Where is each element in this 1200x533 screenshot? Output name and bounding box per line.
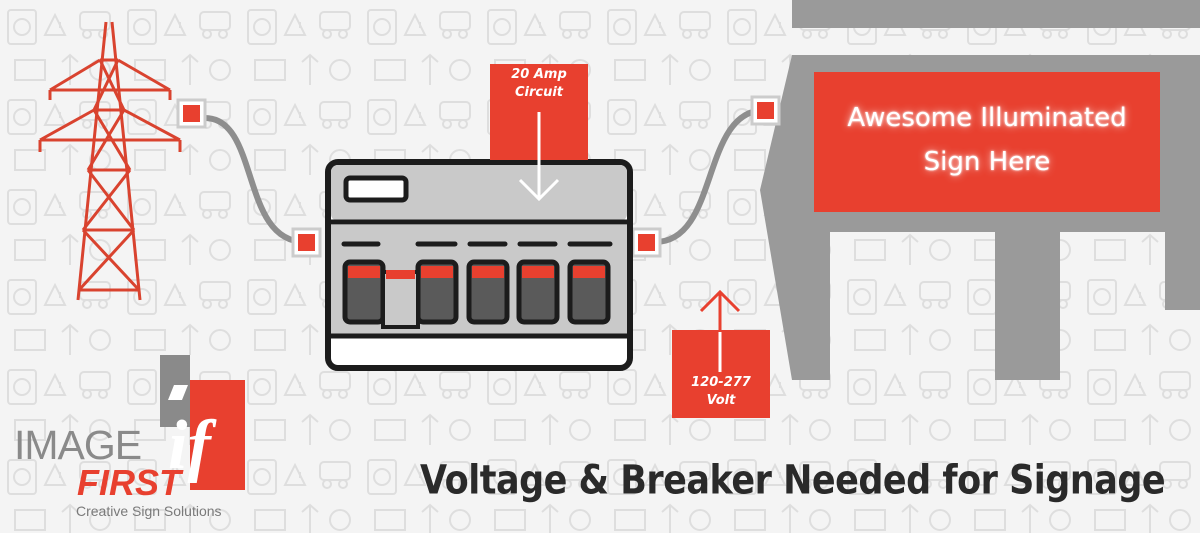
sign-line1: Awesome Illuminated [847,103,1127,133]
illuminated-sign-panel: Awesome Illuminated Sign Here [814,72,1160,212]
amp-callout-line2: Circuit [514,85,564,100]
page-headline: Voltage & Breaker Needed for Signage [420,458,1166,504]
svg-text:if: if [168,407,217,484]
volt-callout-line1: 120-277 [691,375,751,390]
logo-mark-icon: if [160,355,245,490]
amp-circuit-callout: 20 Amp Circuit [490,64,588,110]
logo-tagline: Creative Sign Solutions [76,503,222,519]
amp-callout-line1: 20 Amp [511,67,567,82]
logo-word-image: IMAGE [14,422,142,468]
volt-callout-line2: Volt [706,393,736,408]
breaker-panel-icon [325,159,633,371]
volt-callout: 120-277 Volt [672,370,770,418]
wire-connectors [176,95,781,258]
transmission-tower-icon [38,21,182,301]
logo-word-first: FIRST [77,462,181,503]
wire-lines [204,107,766,245]
sign-line2: Sign Here [923,147,1051,177]
